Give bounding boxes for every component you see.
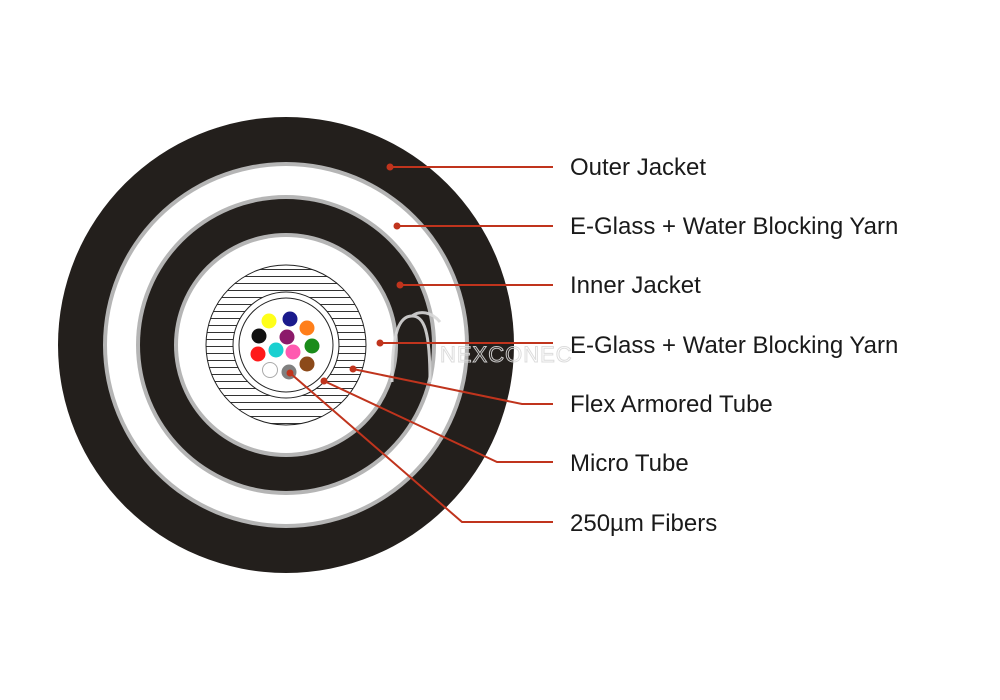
leader-dot-flex-armored-tube — [349, 365, 357, 373]
leader-dot-inner-jacket — [396, 281, 404, 289]
leader-flex-armored-tube — [352, 368, 553, 405]
leader-micro-tube — [323, 380, 553, 463]
label-flex-armored-tube: Flex Armored Tube — [570, 391, 773, 418]
leader-dot-eglass-outer — [393, 222, 401, 230]
fiber-9 — [285, 344, 301, 360]
fiber-1 — [261, 313, 277, 329]
leader-dot-micro-tube — [320, 377, 328, 385]
cable-rings — [58, 117, 514, 573]
fiber-11 — [262, 362, 278, 378]
fiber-6 — [304, 338, 320, 354]
label-eglass-outer: E-Glass + Water Blocking Yarn — [570, 213, 898, 240]
fiber-2 — [282, 311, 298, 327]
fiber-4 — [251, 328, 267, 344]
fiber-bundle — [250, 311, 320, 380]
leader-lines — [289, 166, 553, 523]
leader-dots — [286, 163, 404, 385]
label-micro-tube: Micro Tube — [570, 450, 689, 477]
label-eglass-inner: E-Glass + Water Blocking Yarn — [570, 332, 898, 359]
leader-fibers — [289, 372, 553, 523]
fiber-3 — [299, 320, 315, 336]
label-inner-jacket: Inner Jacket — [570, 272, 701, 299]
fiber-10 — [299, 356, 315, 372]
label-fibers: 250µm Fibers — [570, 510, 717, 537]
leader-dot-fibers — [286, 369, 294, 377]
label-outer-jacket: Outer Jacket — [570, 154, 706, 181]
fiber-5 — [279, 329, 295, 345]
leader-dot-outer-jacket — [386, 163, 394, 171]
leader-dot-eglass-inner — [376, 339, 384, 347]
watermark-logo-mark — [390, 311, 442, 383]
fiber-7 — [250, 346, 266, 362]
callout-labels: Outer Jacket E-Glass + Water Blocking Ya… — [570, 154, 898, 537]
watermark-text: NEXCONEC — [440, 342, 573, 367]
fiber-8 — [268, 342, 284, 358]
watermark-logo: NEXCONEC — [390, 311, 573, 383]
